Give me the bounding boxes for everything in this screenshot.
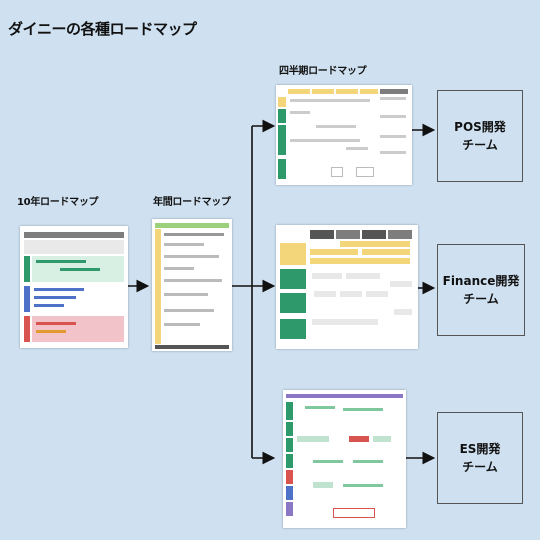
pos-team-box: POS開発 チーム [437,90,523,182]
ten-year-roadmap-thumbnail [20,226,128,348]
es-team-suffix: チーム [462,460,498,474]
es-team-box: ES開発 チーム [437,412,523,504]
pos-quarterly-roadmap-thumbnail [276,85,412,185]
pos-team-name: POS開発 [454,120,506,134]
quarterly-roadmap-label: 四半期ロードマップ [279,66,367,77]
ten-year-roadmap-label: 10年ロードマップ [17,197,99,208]
es-quarterly-roadmap-thumbnail [283,390,406,528]
annual-roadmap-thumbnail [152,219,232,351]
annual-roadmap-label: 年間ロードマップ [153,197,231,208]
es-team-name: ES開発 [459,442,501,456]
finance-team-name: Finance開発 [442,274,520,288]
page-title: ダイニーの各種ロードマップ [8,20,197,38]
finance-team-box: Finance開発 チーム [437,244,525,336]
finance-quarterly-roadmap-thumbnail [276,225,418,349]
finance-team-suffix: チーム [463,292,499,306]
pos-team-suffix: チーム [462,138,498,152]
